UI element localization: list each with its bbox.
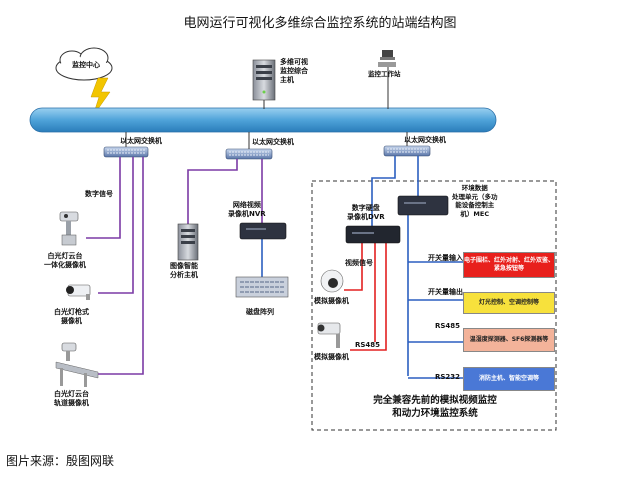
multi-host-server-icon [252, 59, 276, 101]
mec-label: 环境数据 处理单元（多功 能设备控制主 机）MEC [452, 184, 498, 218]
analog-links [344, 243, 387, 351]
rs485-left-label: RS485 [355, 341, 381, 349]
rs485-right-label: RS485 [435, 322, 461, 330]
bullet-camera-label: 白光灯枪式 摄像机 [54, 308, 89, 325]
image-source-note: 图片来源：殷图网联 [6, 454, 115, 468]
nvr-label: 网络视频 录像机NVR [228, 201, 266, 218]
bullet-camera-icon [66, 284, 91, 300]
switch-3-label: 以太网交换机 [404, 136, 446, 144]
disk-array-label: 磁盘阵列 [246, 308, 274, 316]
workstation-computer-icon [378, 50, 396, 67]
analog-camera-1-label: 模拟摄像机 [314, 297, 349, 305]
smart-analysis-label: 图像智能 分析主机 [170, 262, 198, 279]
disk-array-icon [235, 276, 289, 298]
digital-signal-label: 数字信号 [85, 190, 113, 198]
lightning-icon [90, 77, 111, 117]
multi-host-label: 多维可视 监控综合 主机 [280, 58, 308, 84]
ethernet-bus [29, 107, 497, 133]
mec-device-icon [397, 195, 449, 216]
data-links [261, 156, 463, 379]
rail-camera-label: 白光灯云台 轨道摄像机 [54, 390, 89, 407]
video-signal-label: 视频信号 [345, 259, 373, 267]
workstation-label: 监控工作站 [368, 70, 401, 78]
analysis-server-icon [177, 223, 199, 261]
switch-1-label: 以太网交换机 [120, 137, 162, 145]
analog-box-camera-icon [317, 322, 341, 348]
ptz-camera-label: 白光灯云台 一体化摄像机 [44, 252, 86, 269]
analog-camera-2-label: 模拟摄像机 [314, 353, 349, 361]
diagram-title: 电网运行可视化多维综合监控系统的站端结构图 [183, 16, 457, 31]
switch-output-label: 开关量输出 [428, 288, 463, 296]
switch-input-label: 开关量输入 [428, 254, 463, 262]
compatibility-caption: 完全兼容先前的模拟视频监控 和动力环境监控系统 [373, 395, 497, 419]
nvr-device-icon [239, 222, 287, 240]
legacy-system-boundary [311, 180, 557, 431]
dvr-device-icon [345, 225, 401, 244]
ptz-camera-icon [59, 211, 79, 246]
rs232-label: RS232 [435, 373, 461, 381]
dvr-label: 数字硬盘 录像机DVR [347, 204, 385, 221]
rail-camera-icon [55, 342, 99, 387]
switch-2-label: 以太网交换机 [252, 138, 294, 146]
analog-dome-camera-icon [320, 269, 344, 293]
environment-sensor-box: 温湿度探测器、SF6探测器等 [463, 328, 555, 352]
switch-2-icon [225, 148, 273, 160]
switch-1-icon [103, 146, 149, 158]
monitor-center-label: 监控中心 [72, 61, 100, 69]
camera-links [86, 157, 263, 375]
intrusion-devices-box: 电子围栏、红外对射、红外双鉴、紧急按钮等 [463, 252, 555, 278]
cloud-icon [55, 47, 113, 81]
fire-aircon-box: 消防主机、智能空调等 [463, 367, 555, 391]
lighting-control-box: 灯光控制、空调控制等 [463, 292, 555, 314]
switch-3-icon [383, 145, 431, 157]
